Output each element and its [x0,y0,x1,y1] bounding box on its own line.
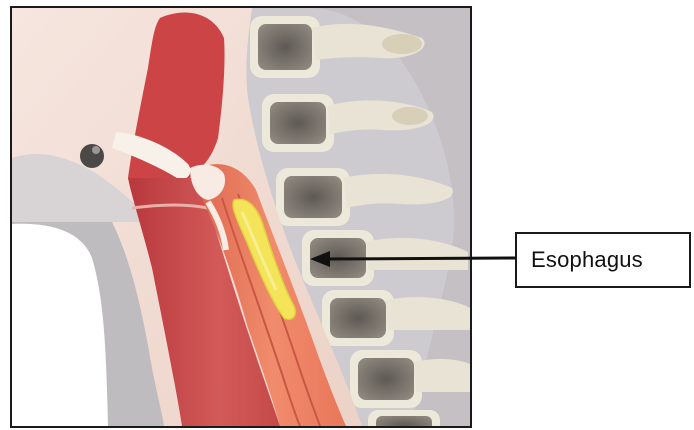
vertebra [368,410,440,426]
anatomy-illustration [10,6,472,428]
hyoid-bone [80,144,104,168]
esophagus-callout-box: Esophagus [515,232,691,288]
esophagus-label: Esophagus [531,247,643,273]
neck-sagittal-section [12,8,470,426]
